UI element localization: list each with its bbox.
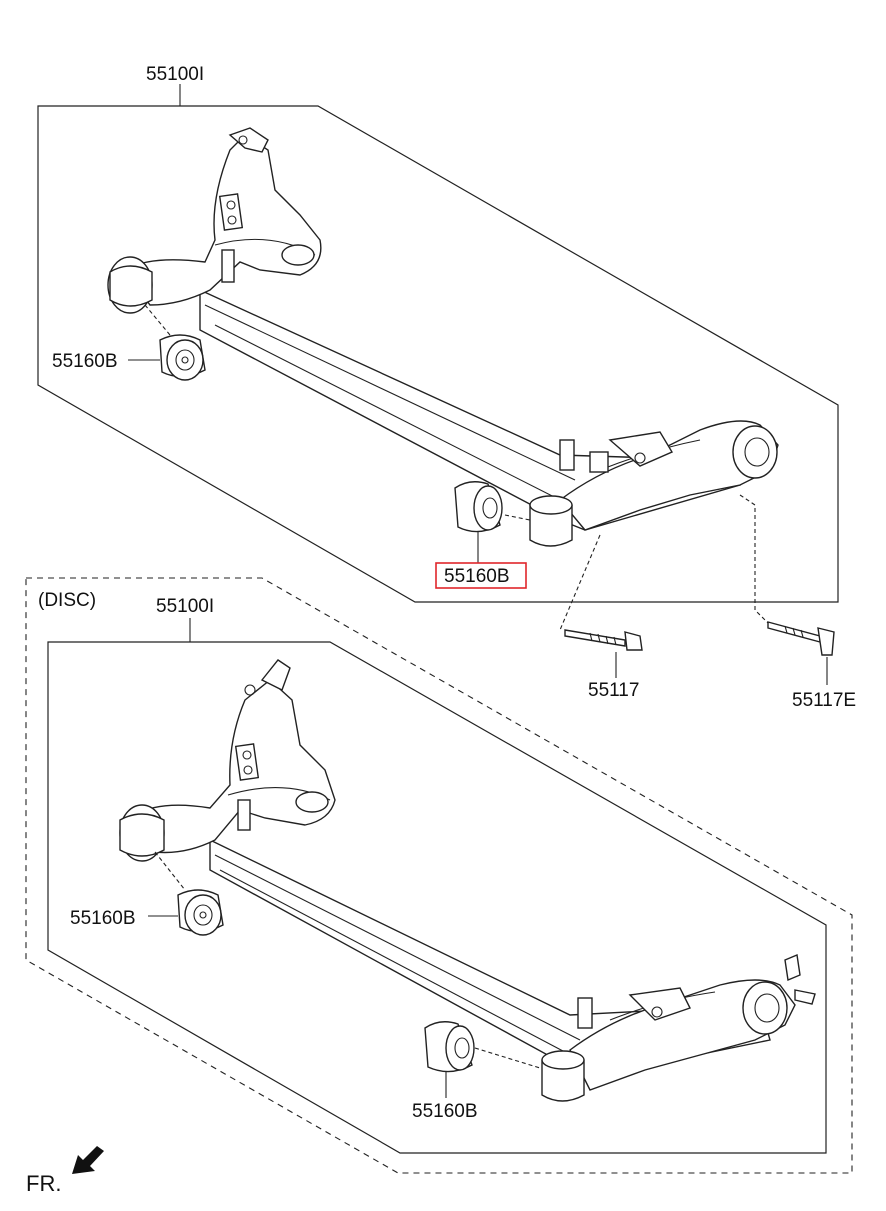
bottom-assembly-frame	[47, 641, 827, 1154]
disc-variant-frame	[25, 577, 853, 1174]
front-direction-marker: FR.	[26, 1146, 104, 1196]
bottom-bushing-right	[424, 1021, 541, 1073]
bottom-assembly: (DISC) 55100I 55160B 55160B	[25, 577, 853, 1174]
top-assembly: 55100I 55160B 55160B	[37, 64, 839, 603]
bottom-assembly-label: 55100I	[156, 596, 214, 617]
bolt-55117e	[767, 621, 835, 656]
top-bushing-left	[144, 304, 206, 381]
disc-variant-label: (DISC)	[38, 590, 96, 611]
top-bushing-left-label: 55160B	[52, 351, 118, 372]
bottom-bushing-left-label: 55160B	[70, 908, 136, 929]
top-assembly-label: 55100I	[146, 64, 204, 85]
bolts-group: 55117 55117E	[559, 494, 856, 711]
bottom-axle-beam	[119, 659, 816, 1102]
top-bushing-right	[454, 481, 531, 533]
bolt-b-label: 55117E	[792, 690, 856, 711]
front-label: FR.	[26, 1171, 61, 1196]
bolt-55117	[564, 629, 643, 651]
front-arrow-icon	[72, 1146, 104, 1174]
bolt-a-label: 55117	[588, 680, 639, 701]
top-assembly-frame	[37, 105, 839, 603]
top-axle-beam	[107, 127, 779, 547]
bottom-bushing-left	[154, 851, 224, 936]
highlight-box	[435, 562, 527, 589]
bottom-bushing-right-label: 55160B	[412, 1101, 478, 1122]
top-bushing-right-label: 55160B	[444, 566, 510, 587]
